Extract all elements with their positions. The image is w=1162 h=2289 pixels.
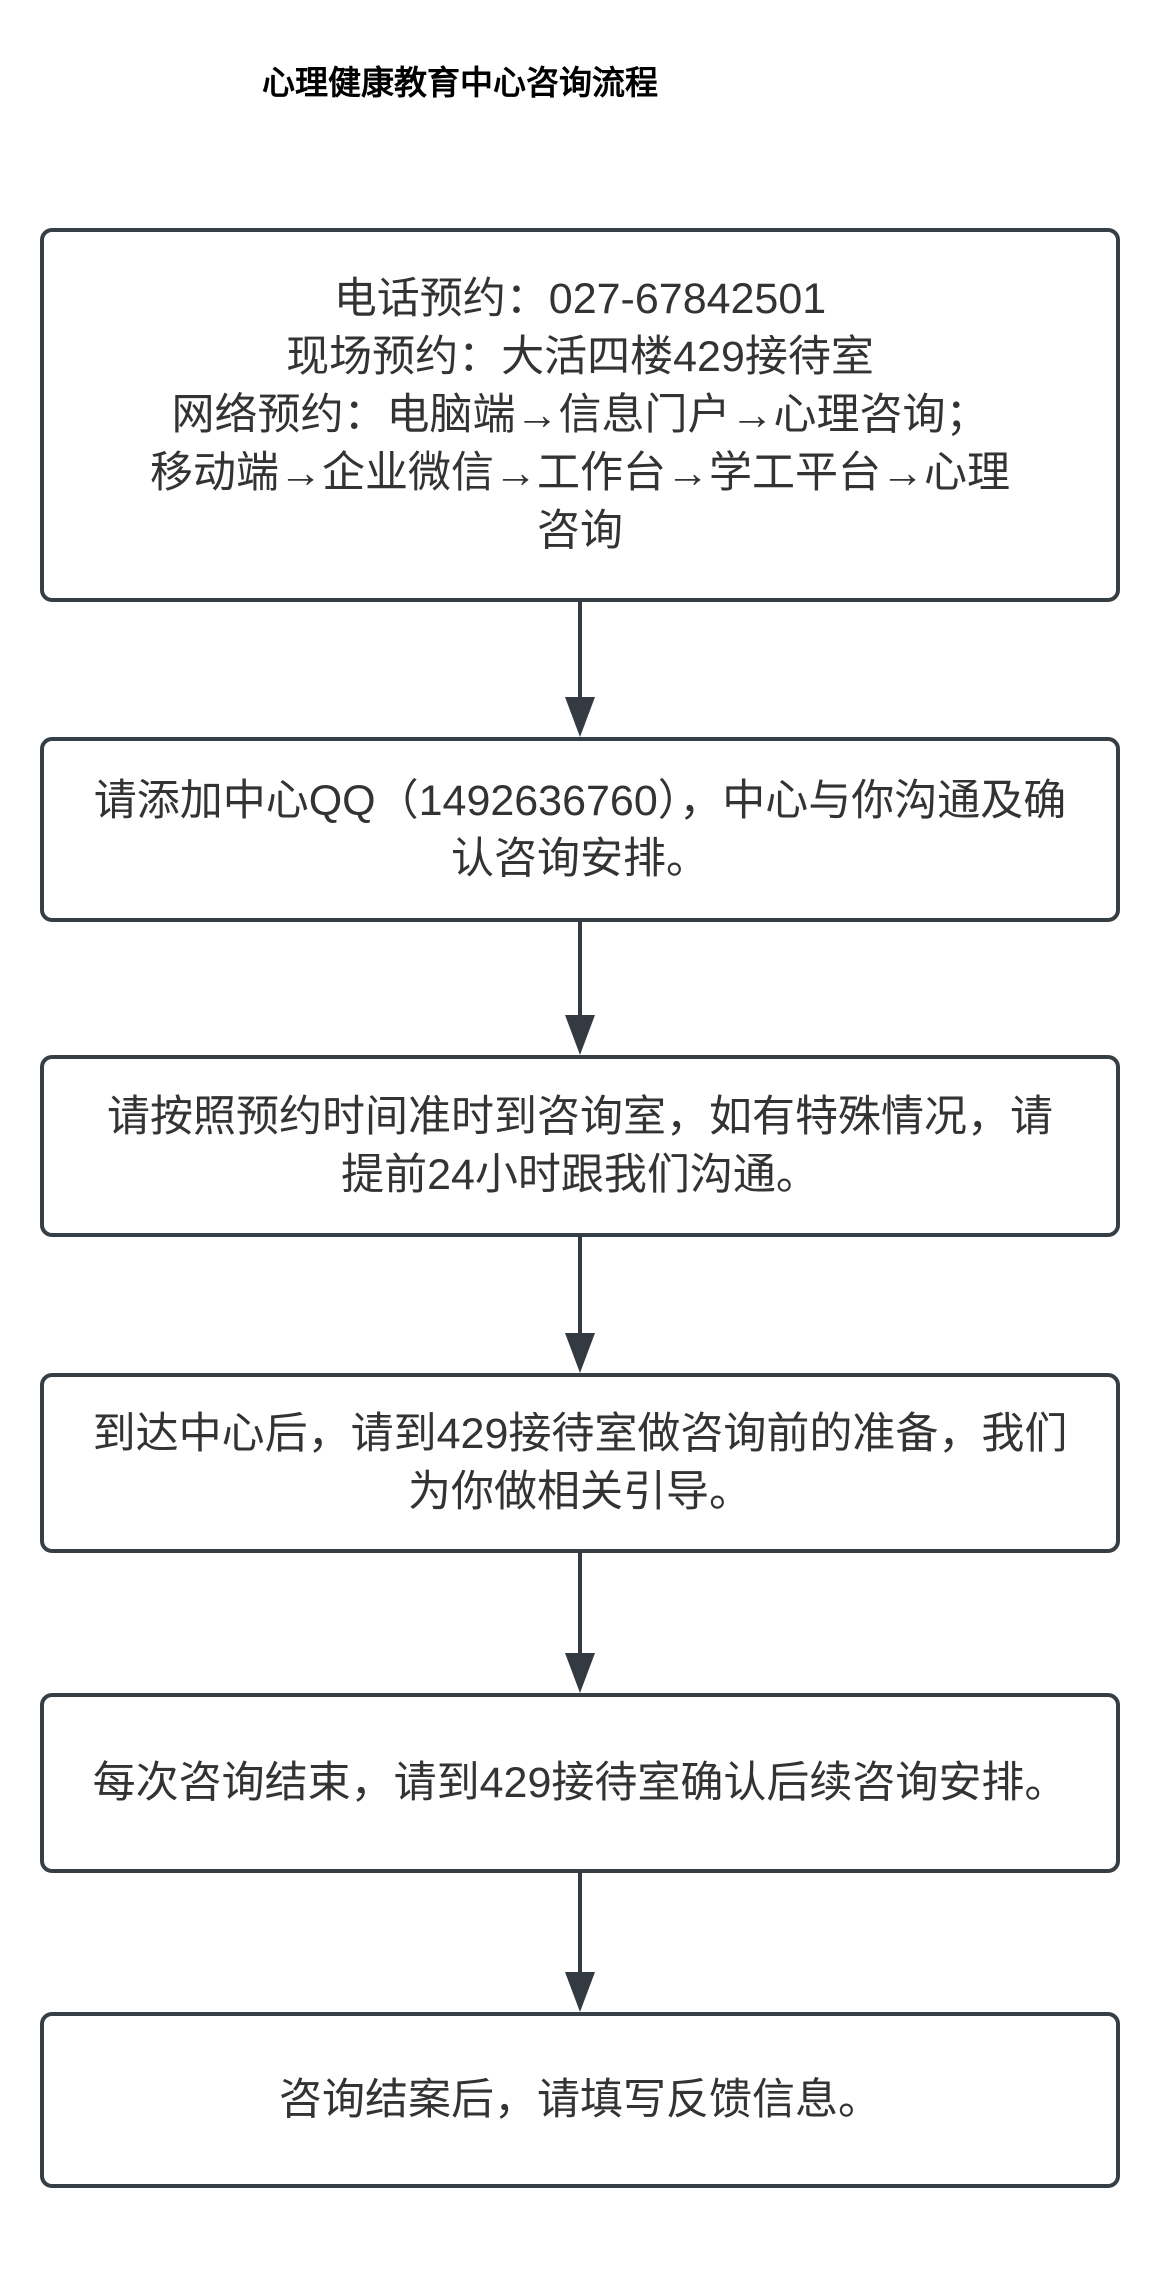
- down-arrow-icon: [563, 1551, 597, 1693]
- flow-step-add-qq: 请添加中心QQ（1492636760），中心与你沟通及确认咨询安排。: [40, 737, 1120, 922]
- flow-step-feedback: 咨询结案后，请填写反馈信息。: [40, 2012, 1120, 2188]
- arrow-stem: [578, 1551, 582, 1659]
- flow-step-appointment-channels: 电话预约：027-67842501 现场预约：大活四楼429接待室 网络预约：电…: [40, 228, 1120, 602]
- down-arrow-icon: [563, 920, 597, 1055]
- arrow-head: [565, 1333, 595, 1373]
- flow-step-text: 到达中心后，请到429接待室做咨询前的准备，我们为你做相关引导。: [92, 1410, 1068, 1516]
- arrow-head: [565, 1653, 595, 1693]
- arrow-stem: [578, 1871, 582, 1978]
- arrow-head: [565, 697, 595, 737]
- arrow-stem: [578, 1235, 582, 1339]
- flow-step-text: 请添加中心QQ（1492636760），中心与你沟通及确认咨询安排。: [93, 776, 1067, 883]
- page-title: 心理健康教育中心咨询流程: [262, 66, 658, 102]
- flow-step-text: 请按照预约时间准时到咨询室，如有特殊情况，请提前24小时跟我们沟通。: [107, 1093, 1053, 1199]
- flow-step-confirm-followup: 每次咨询结束，请到429接待室确认后续咨询安排。: [40, 1693, 1120, 1873]
- flow-step-text: 咨询结案后，请填写反馈信息。: [279, 2076, 881, 2124]
- arrow-head: [565, 1015, 595, 1055]
- flow-step-line: 移动端→企业微信→工作台→学工平台→心理咨询: [150, 449, 1010, 555]
- flow-step-arrive-on-time: 请按照预约时间准时到咨询室，如有特殊情况，请提前24小时跟我们沟通。: [40, 1055, 1120, 1237]
- flow-step-line: 电话预约：027-67842501: [333, 275, 827, 323]
- arrow-stem: [578, 920, 582, 1021]
- down-arrow-icon: [563, 1235, 597, 1373]
- flow-step-line: 现场预约：大活四楼429接待室: [286, 333, 874, 381]
- flow-step-line: 网络预约：电脑端→信息门户→心理咨询；: [171, 391, 989, 439]
- flow-step-text: 每次咨询结束，请到429接待室确认后续咨询安排。: [92, 1759, 1068, 1807]
- flow-step-text: 电话预约：027-67842501 现场预约：大活四楼429接待室 网络预约：电…: [130, 270, 1030, 560]
- down-arrow-icon: [563, 1871, 597, 2012]
- arrow-head: [565, 1972, 595, 2012]
- down-arrow-icon: [563, 600, 597, 737]
- flow-step-preparation: 到达中心后，请到429接待室做咨询前的准备，我们为你做相关引导。: [40, 1373, 1120, 1553]
- arrow-stem: [578, 600, 582, 703]
